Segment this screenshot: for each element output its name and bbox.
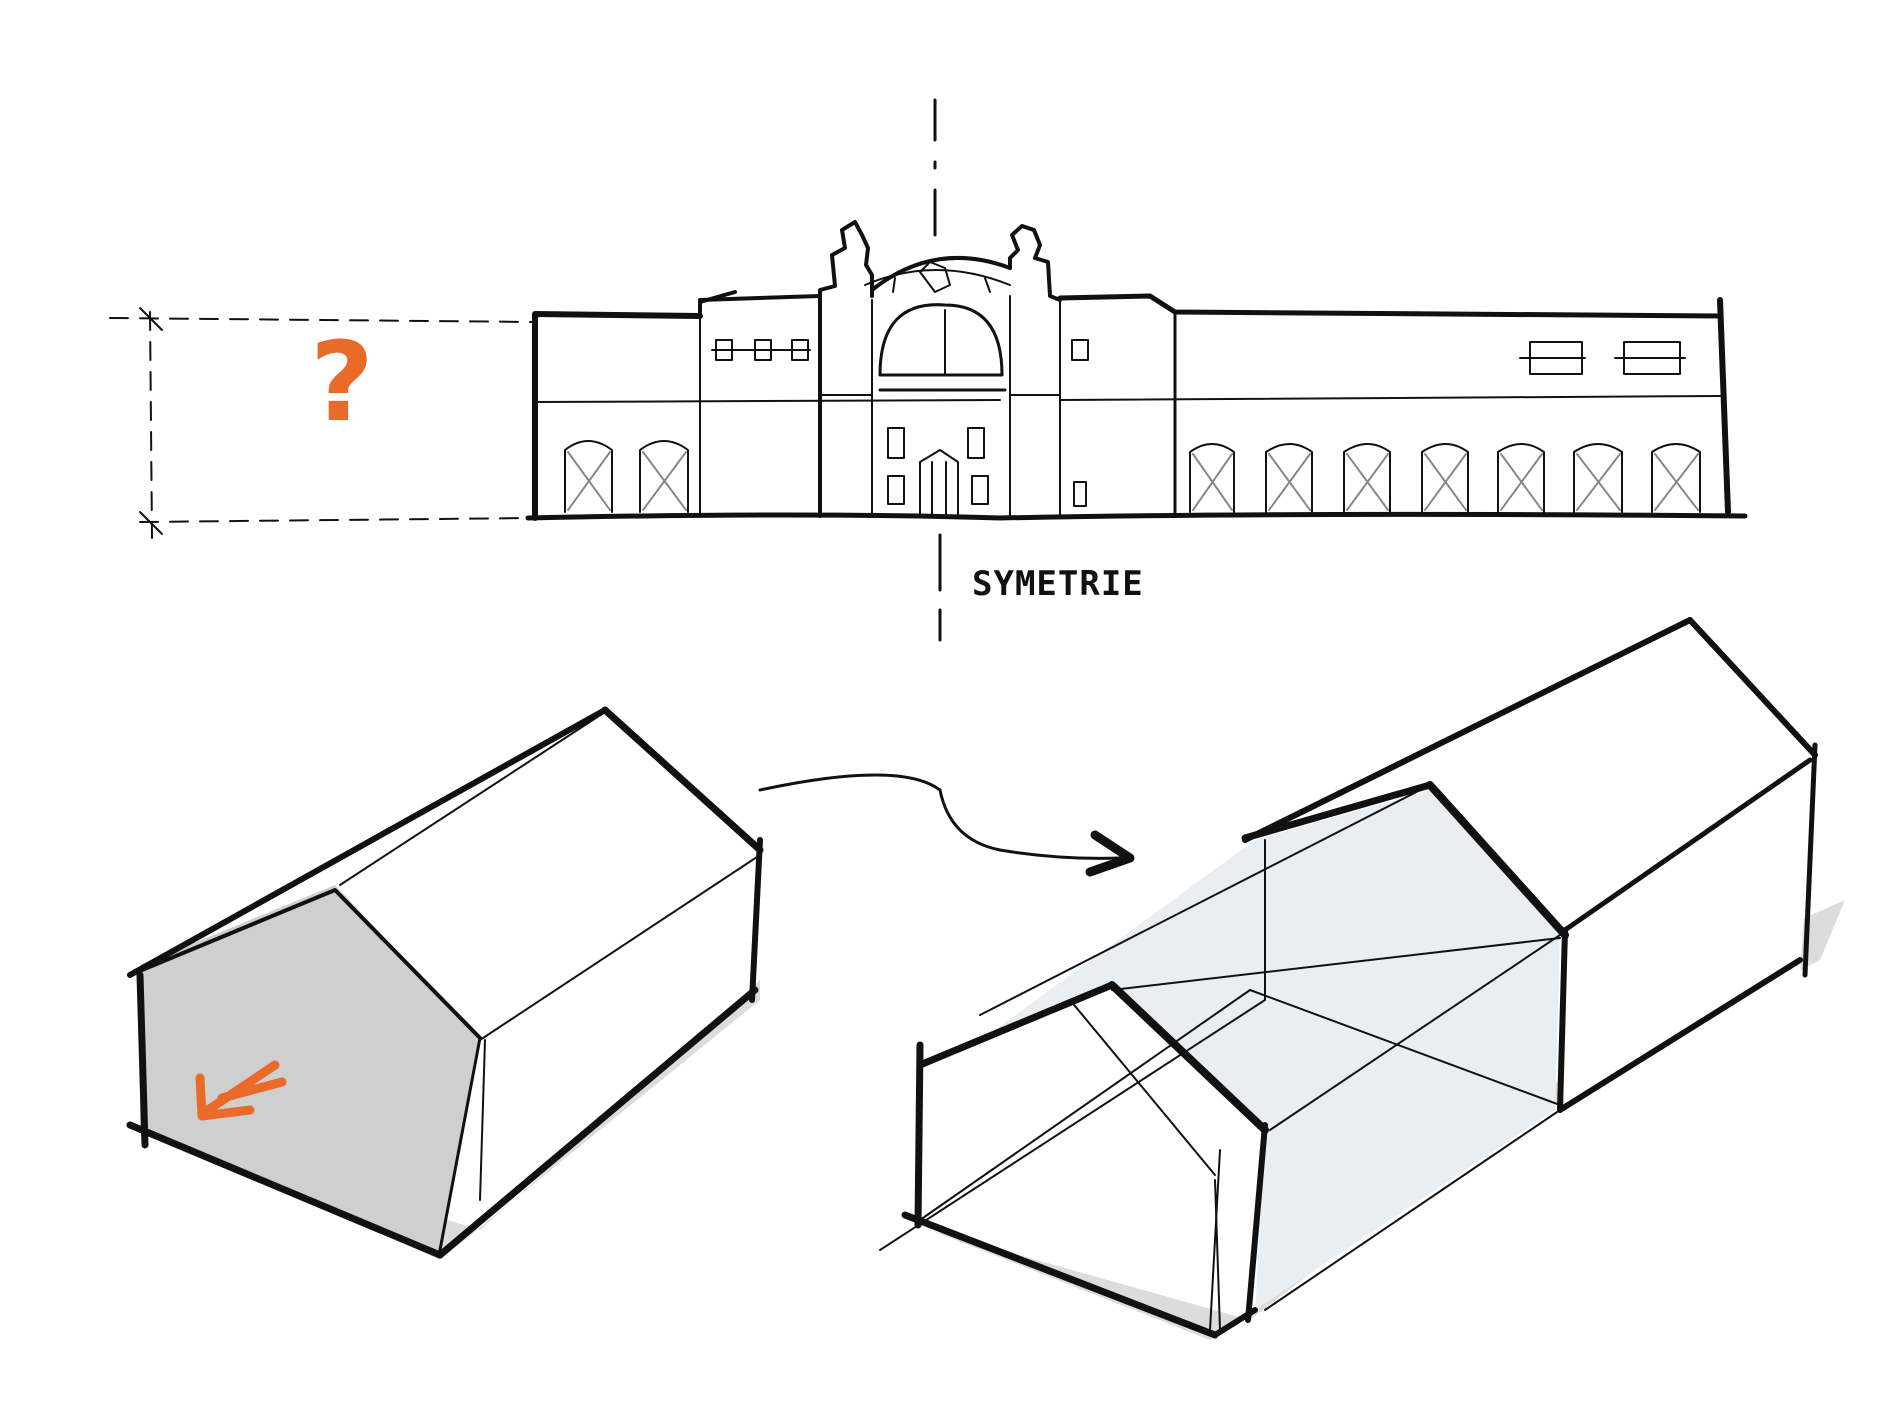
arched-bays-right xyxy=(1189,443,1701,513)
question-mark: ? xyxy=(310,318,374,446)
ground-line xyxy=(525,511,1748,521)
house-right xyxy=(879,617,1845,1340)
symmetry-label: SYMETRIE xyxy=(972,564,1144,604)
double-arrow-down-left-icon xyxy=(195,1060,287,1121)
symmetry-axis xyxy=(933,98,942,642)
curved-arrow-right-icon xyxy=(758,773,1135,877)
arched-bays-left xyxy=(564,440,689,513)
house-left xyxy=(126,706,764,1260)
missing-wing-outline xyxy=(109,311,536,539)
facade-elevation xyxy=(109,98,1748,642)
